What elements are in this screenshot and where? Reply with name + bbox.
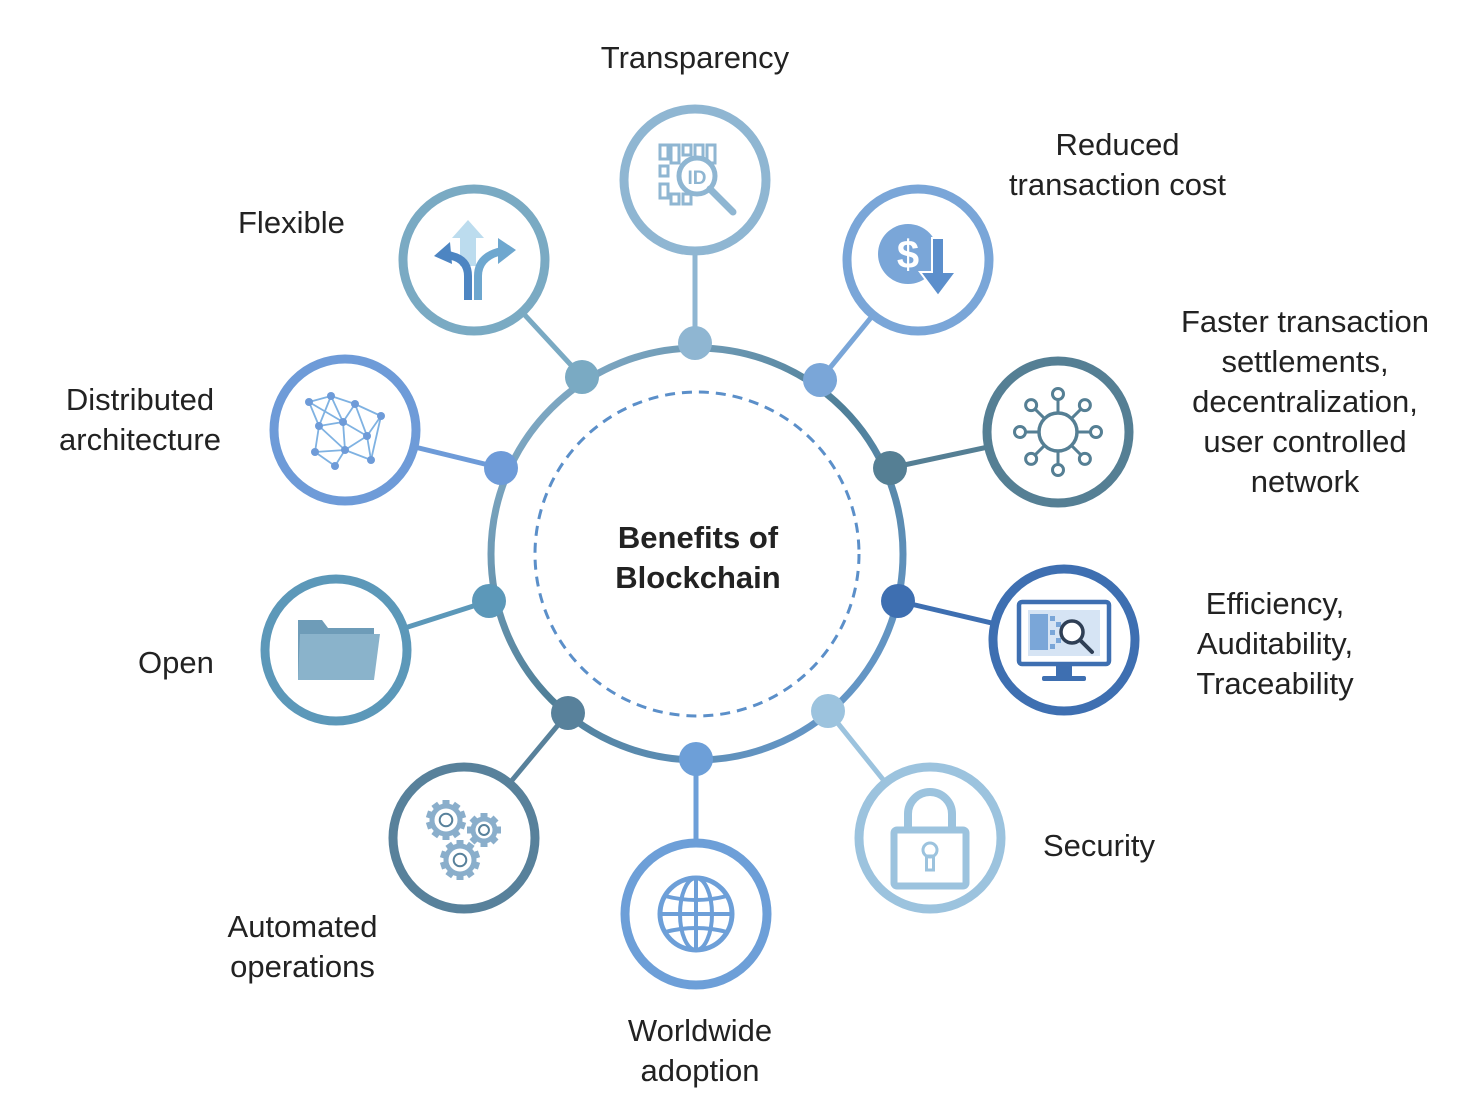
folder-icon xyxy=(298,620,380,680)
label-reduced-cost: Reduced transaction cost xyxy=(995,125,1240,205)
label-line: adoption xyxy=(640,1053,760,1088)
ring-node-security xyxy=(811,694,845,728)
badge-open xyxy=(260,574,412,726)
ring-node-faster-settlements xyxy=(873,451,907,485)
label-open: Open xyxy=(138,643,228,683)
badge-efficiency xyxy=(988,564,1140,716)
ring-node-worldwide xyxy=(679,742,713,776)
globe-icon xyxy=(657,875,735,953)
ring-node-automated xyxy=(551,696,585,730)
monitor-search-icon xyxy=(1016,599,1112,681)
dollar-down-icon: $ xyxy=(878,224,958,298)
label-line: user controlled xyxy=(1203,424,1407,459)
label-line: Flexible xyxy=(238,205,345,240)
label-line: Faster transaction xyxy=(1180,304,1430,339)
icon-badges: ID $ xyxy=(260,104,1140,990)
label-security: Security xyxy=(1043,826,1173,866)
mesh-network-icon xyxy=(305,392,385,470)
ring-node-reduced-cost xyxy=(803,363,837,397)
label-worldwide: Worldwide adoption xyxy=(615,1011,785,1091)
svg-text:ID: ID xyxy=(688,168,707,189)
label-line: Security xyxy=(1043,828,1155,863)
label-line: decentralization, xyxy=(1192,384,1418,419)
ring-nodes xyxy=(472,326,915,776)
label-line: Transparency xyxy=(600,40,790,75)
badge-circle xyxy=(982,356,1134,508)
split-arrows-icon xyxy=(434,220,516,300)
central-dashed-circle xyxy=(533,390,861,718)
badge-faster-settlements xyxy=(982,356,1134,508)
id-search-icon: ID xyxy=(658,143,737,216)
ring-node-transparency xyxy=(678,326,712,360)
label-line: Reduced xyxy=(1055,127,1180,162)
label-line: Worldwide xyxy=(627,1013,773,1048)
badge-transparency: ID xyxy=(619,104,771,256)
label-line: Auditability, xyxy=(1196,626,1354,661)
label-line: architecture xyxy=(59,422,221,457)
badge-reduced-cost: $ xyxy=(842,184,994,336)
gears-icon xyxy=(425,800,501,880)
label-faster-settlements: Faster transaction settlements, decentrali… xyxy=(1165,302,1445,502)
badge-circle xyxy=(388,762,540,914)
badge-flexible xyxy=(398,184,550,336)
label-line: operations xyxy=(230,949,375,984)
ring-node-efficiency xyxy=(881,584,915,618)
badge-automated xyxy=(388,762,540,914)
label-line: Distributed xyxy=(65,382,215,417)
badge-worldwide xyxy=(620,838,772,990)
label-line: network xyxy=(1250,464,1360,499)
label-line: settlements, xyxy=(1221,344,1389,379)
label-line: Efficiency, xyxy=(1205,586,1345,621)
badge-security xyxy=(854,762,1006,914)
label-flexible: Flexible xyxy=(238,203,358,243)
badge-distributed xyxy=(269,354,421,506)
label-distributed: Distributed architecture xyxy=(50,380,230,460)
ring-node-open xyxy=(472,584,506,618)
svg-text:$: $ xyxy=(897,233,919,277)
label-line: Automated xyxy=(227,909,378,944)
label-efficiency: Efficiency, Auditability, Traceability xyxy=(1180,584,1370,704)
center-title-line: Benefits of xyxy=(617,520,779,555)
label-line: Open xyxy=(138,645,214,680)
padlock-icon xyxy=(890,788,970,890)
center-title-line: Blockchain xyxy=(615,560,781,595)
network-hub-icon xyxy=(1013,387,1103,477)
ring-node-flexible xyxy=(565,360,599,394)
center-title: Benefits of Blockchain xyxy=(598,518,798,598)
label-transparency: Transparency xyxy=(590,38,800,78)
label-automated: Automated operations xyxy=(215,907,390,987)
ring-node-distributed xyxy=(484,451,518,485)
label-line: transaction cost xyxy=(1008,167,1227,202)
badge-circle xyxy=(269,354,421,506)
label-line: Traceability xyxy=(1196,666,1354,701)
